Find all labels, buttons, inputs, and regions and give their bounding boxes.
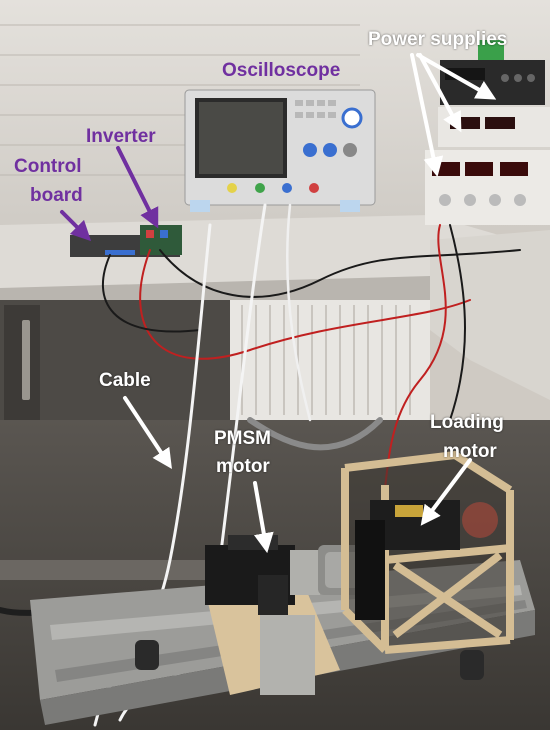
annotation-arrows <box>60 53 497 554</box>
control-board-label-line1: Control <box>14 156 82 177</box>
power-supplies-label: Power supplies <box>368 29 508 50</box>
arrow-power-supply-1 <box>416 53 497 100</box>
pmsm-label-line1: PMSM <box>214 428 271 449</box>
arrow-control-board <box>60 210 92 242</box>
arrow-pmsm <box>253 481 274 554</box>
arrow-power-supply-2 <box>418 53 462 133</box>
arrow-loading-motor <box>420 458 472 526</box>
loading-motor-frame <box>341 450 514 654</box>
control-board-inverter <box>70 225 182 257</box>
arrow-power-supply-3 <box>410 53 444 178</box>
oscilloscope-label: Oscilloscope <box>222 60 341 81</box>
oscilloscope-device <box>184 89 376 212</box>
pmsm-motor-device <box>205 535 320 615</box>
loading-motor-label-line2: motor <box>443 441 497 462</box>
cable-label: Cable <box>99 370 151 391</box>
loading-motor-label-line1: Loading <box>430 412 504 433</box>
power-supply-stack <box>425 40 550 225</box>
inverter-label: Inverter <box>86 126 156 147</box>
arrow-inverter <box>116 146 159 229</box>
arrow-cable <box>123 396 172 470</box>
pmsm-label-line2: motor <box>216 456 270 477</box>
cabinet-handle <box>22 320 30 400</box>
control-board-label-line2: board <box>30 185 83 206</box>
